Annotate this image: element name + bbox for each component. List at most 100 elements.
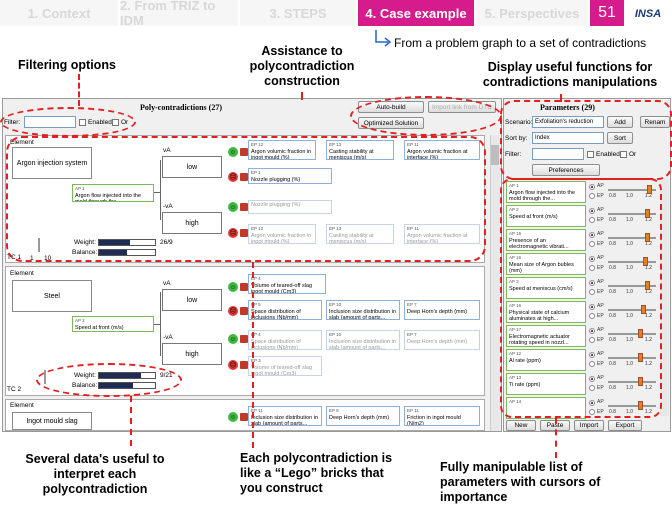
main-scrollbar-thumb[interactable] xyxy=(491,145,499,165)
ap-radio[interactable] xyxy=(589,304,595,310)
ep-radio[interactable] xyxy=(589,313,595,319)
importance-slider-track[interactable] xyxy=(608,381,656,383)
tc2-remove-icon-3[interactable] xyxy=(240,335,248,343)
importance-slider-knob[interactable] xyxy=(638,329,643,338)
tc2-low-box[interactable]: low xyxy=(162,289,222,311)
tc1-element-box[interactable]: Argon injection system xyxy=(12,147,92,179)
ep-radio[interactable] xyxy=(589,337,595,343)
importance-slider-knob[interactable] xyxy=(638,401,643,410)
importance-slider-track[interactable] xyxy=(608,357,656,359)
ap-radio[interactable] xyxy=(589,376,595,382)
ep-radio[interactable] xyxy=(589,409,595,415)
importance-slider-track[interactable] xyxy=(608,261,656,263)
ap-radio[interactable] xyxy=(589,208,595,214)
ap-radio[interactable] xyxy=(589,280,595,286)
tc2-high-box[interactable]: high xyxy=(162,343,222,365)
ap-radio[interactable] xyxy=(589,232,595,238)
ep-radio[interactable] xyxy=(589,193,595,199)
scenario-select[interactable]: Exfoliation's reduction xyxy=(532,116,604,128)
main-scrollbar[interactable] xyxy=(490,135,500,431)
tc3-element-box[interactable]: Ingot mould slag xyxy=(12,412,92,430)
new-button[interactable]: New xyxy=(506,420,536,431)
preferences-button[interactable]: Preferences xyxy=(532,164,600,176)
ap-radio[interactable] xyxy=(589,328,595,334)
ap-radio[interactable] xyxy=(589,400,595,406)
tc1-remove-icon-3[interactable] xyxy=(240,203,248,211)
importance-slider-track[interactable] xyxy=(608,237,656,239)
tc1-remove-icon-2[interactable] xyxy=(240,173,248,181)
import-button[interactable]: Import xyxy=(574,420,604,431)
importance-slider-track[interactable] xyxy=(608,213,656,215)
importance-slider-track[interactable] xyxy=(608,333,656,335)
ep-radio[interactable] xyxy=(589,265,595,271)
ep-radio[interactable] xyxy=(589,361,595,367)
params-scrollbar[interactable] xyxy=(660,178,669,416)
importance-slider-track[interactable] xyxy=(608,189,656,191)
importance-slider-knob[interactable] xyxy=(645,281,650,290)
tc1-low-box[interactable]: low xyxy=(162,156,222,178)
params-enabled-checkbox[interactable] xyxy=(587,151,594,158)
ap-radio[interactable] xyxy=(589,184,595,190)
tab-context[interactable]: 1. Context xyxy=(0,0,118,26)
sort-button[interactable]: Sort xyxy=(607,132,633,144)
tab-steps[interactable]: 3. STEPS xyxy=(240,0,356,26)
tc1-remove-icon[interactable] xyxy=(240,148,248,156)
importance-slider-knob[interactable] xyxy=(645,209,650,218)
tc2-remove-icon-2[interactable] xyxy=(240,307,248,315)
ep-radio[interactable] xyxy=(589,289,595,295)
tab-perspectives[interactable]: 5. Perspectives xyxy=(476,0,588,26)
importance-slider-knob[interactable] xyxy=(638,377,643,386)
ap-radio[interactable] xyxy=(589,256,595,262)
tab-triz-to-idm[interactable]: 2. From TRIZ to IDM xyxy=(120,0,238,28)
importance-slider-track[interactable] xyxy=(608,405,656,407)
ep-radio[interactable] xyxy=(589,241,595,247)
ap-radio[interactable] xyxy=(589,352,595,358)
rename-button[interactable]: Renam xyxy=(640,116,670,128)
param-item[interactable]: AP 14 xyxy=(506,397,586,419)
tc2-remove-icon[interactable] xyxy=(240,283,248,291)
tab-case-example[interactable]: 4. Case example xyxy=(358,0,474,26)
importance-slider-knob[interactable] xyxy=(643,257,648,266)
tc1-scale-slider[interactable] xyxy=(38,238,40,252)
importance-slider-track[interactable] xyxy=(608,285,656,287)
params-filter-input[interactable] xyxy=(532,148,584,160)
params-or-checkbox[interactable] xyxy=(620,151,627,158)
add-button[interactable]: Add xyxy=(607,116,633,128)
tc1-ep-nozzle-2[interactable]: Nozzle plugging (%) xyxy=(248,200,332,214)
ep-radio[interactable] xyxy=(589,217,595,223)
importance-slider-knob[interactable] xyxy=(645,233,650,242)
tc1-remove-icon-4[interactable] xyxy=(240,229,248,237)
ep-radio[interactable] xyxy=(589,385,595,391)
tc1-high-box[interactable]: high xyxy=(162,212,222,234)
importance-slider-knob[interactable] xyxy=(638,353,643,362)
tc2-remove-icon-4[interactable] xyxy=(240,361,248,369)
importance-slider-track[interactable] xyxy=(608,309,656,311)
